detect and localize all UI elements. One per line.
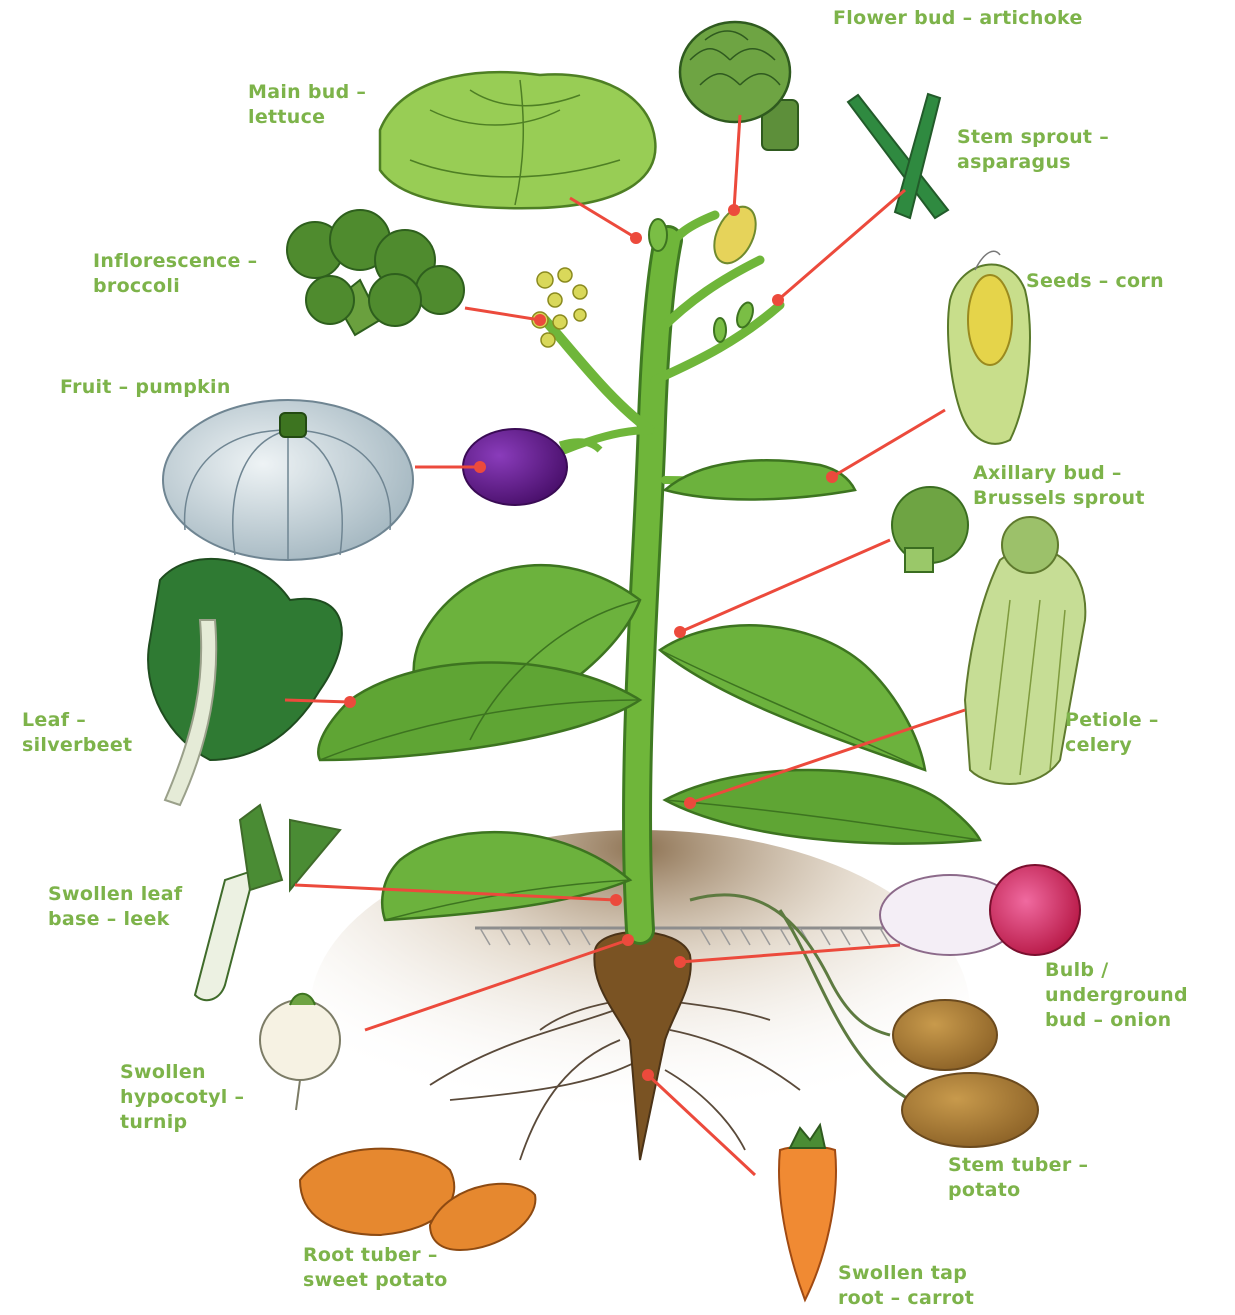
corn	[948, 251, 1030, 443]
label-inflorescence: Inflorescence – broccoli	[93, 249, 257, 299]
silverbeet	[148, 559, 342, 805]
onion	[880, 865, 1080, 955]
label-bulb: Bulb / underground bud – onion	[1045, 958, 1188, 1033]
carrot	[779, 1125, 836, 1300]
label-root-tuber: Root tuber – sweet potato	[303, 1243, 448, 1293]
label-fruit: Fruit – pumpkin	[60, 375, 231, 400]
lettuce	[380, 72, 655, 208]
label-axillary-bud: Axillary bud – Brussels sprout	[973, 461, 1145, 511]
label-leaf-base: Swollen leaf base – leek	[48, 882, 182, 932]
label-petiole: Petiole – celery	[1065, 708, 1159, 758]
label-tap-root: Swollen tap root – carrot	[838, 1261, 974, 1311]
label-flower-bud: Flower bud – artichoke	[833, 6, 1083, 31]
label-stem-tuber: Stem tuber – potato	[948, 1153, 1088, 1203]
asparagus	[848, 94, 948, 218]
label-hypocotyl: Swollen hypocotyl – turnip	[120, 1060, 244, 1135]
brussels-sprout	[892, 487, 968, 572]
turnip	[260, 994, 340, 1110]
label-seeds: Seeds – corn	[1026, 269, 1164, 294]
pumpkin	[163, 400, 413, 560]
label-leaf: Leaf – silverbeet	[22, 708, 132, 758]
broccoli	[287, 210, 464, 335]
label-main-bud: Main bud – lettuce	[248, 80, 366, 130]
label-stem-sprout: Stem sprout – asparagus	[957, 125, 1109, 175]
